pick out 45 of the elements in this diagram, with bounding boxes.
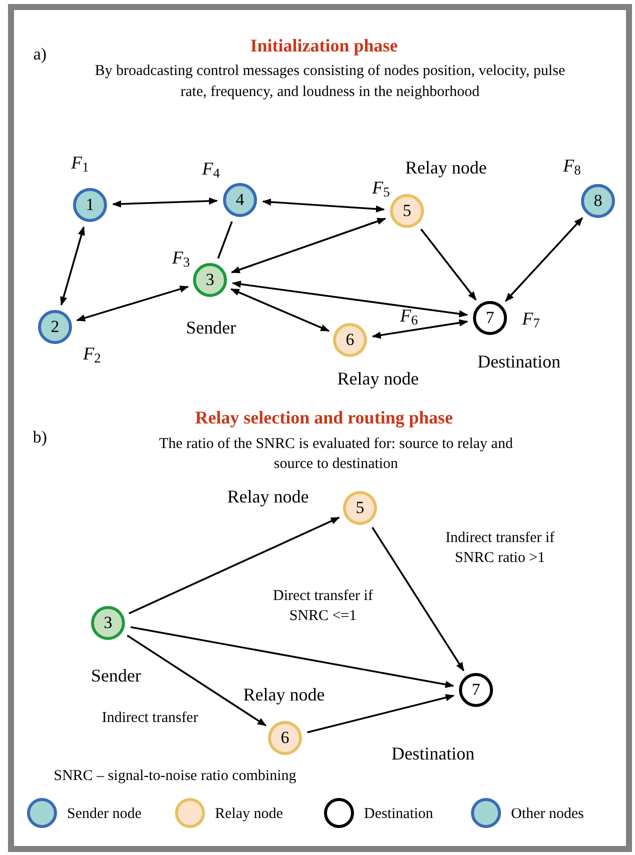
arrow <box>232 280 468 318</box>
text-label: Indirect transfer if SNRC ratio >1 <box>444 529 556 568</box>
arrow <box>420 228 477 301</box>
node-caption: F$_{4}$ <box>202 158 220 182</box>
arrow <box>372 526 464 672</box>
node-caption: Relay node <box>243 684 325 706</box>
node-caption: F$_{5}$ <box>372 176 390 202</box>
legend-label: Sender node <box>67 805 142 824</box>
arrow <box>230 218 386 274</box>
text-label: b) <box>32 426 48 448</box>
arrow <box>112 197 218 208</box>
node-caption: F$_{7}$ <box>522 308 540 332</box>
node-caption: Destination <box>478 350 560 374</box>
legend-label: Other nodes <box>511 805 584 824</box>
node-caption: F$_{6}$ <box>400 304 418 330</box>
arrow <box>76 286 189 322</box>
node-caption: Relay node <box>227 486 309 508</box>
legend-label: Destination <box>364 805 434 824</box>
node-caption: Destination <box>392 742 474 766</box>
arrow <box>230 288 330 332</box>
arrow <box>372 319 468 339</box>
arrow <box>126 634 266 726</box>
text-label: SNRC – signal-to-noise ratio combining <box>52 766 298 786</box>
node-caption: F$_{1}$ <box>71 152 89 176</box>
text-label: Initialization phase <box>249 34 399 58</box>
node-caption: F$_{2}$ <box>83 342 101 368</box>
arrow <box>262 198 385 213</box>
node-caption: Sender <box>91 664 141 688</box>
arrow <box>504 217 584 302</box>
node-caption: F$_{3}$ <box>172 246 190 272</box>
arrow <box>60 226 85 306</box>
text-label: Relay selection and routing phase <box>194 406 454 430</box>
arrow <box>307 694 455 734</box>
arrow <box>128 516 340 614</box>
text-label: a) <box>32 43 48 66</box>
text-label: Indirect transfer <box>100 708 200 728</box>
node-caption: Relay node <box>405 156 487 180</box>
node-caption: Relay node <box>337 368 419 390</box>
arrow <box>130 626 454 688</box>
node-caption: F$_{8}$ <box>563 154 581 180</box>
text-label: Direct transfer if SNRC <=1 <box>272 587 374 626</box>
legend-label: Relay node <box>215 805 283 824</box>
text-label: By broadcasting control messages consisting of nodes position, velocity, pulse rate, frequency, and loudness in the neighborhood <box>94 62 566 102</box>
node-caption: Sender <box>186 316 236 340</box>
text-label: The ratio of the SNRC is evaluated for: source to relay and source to destination <box>158 435 514 474</box>
